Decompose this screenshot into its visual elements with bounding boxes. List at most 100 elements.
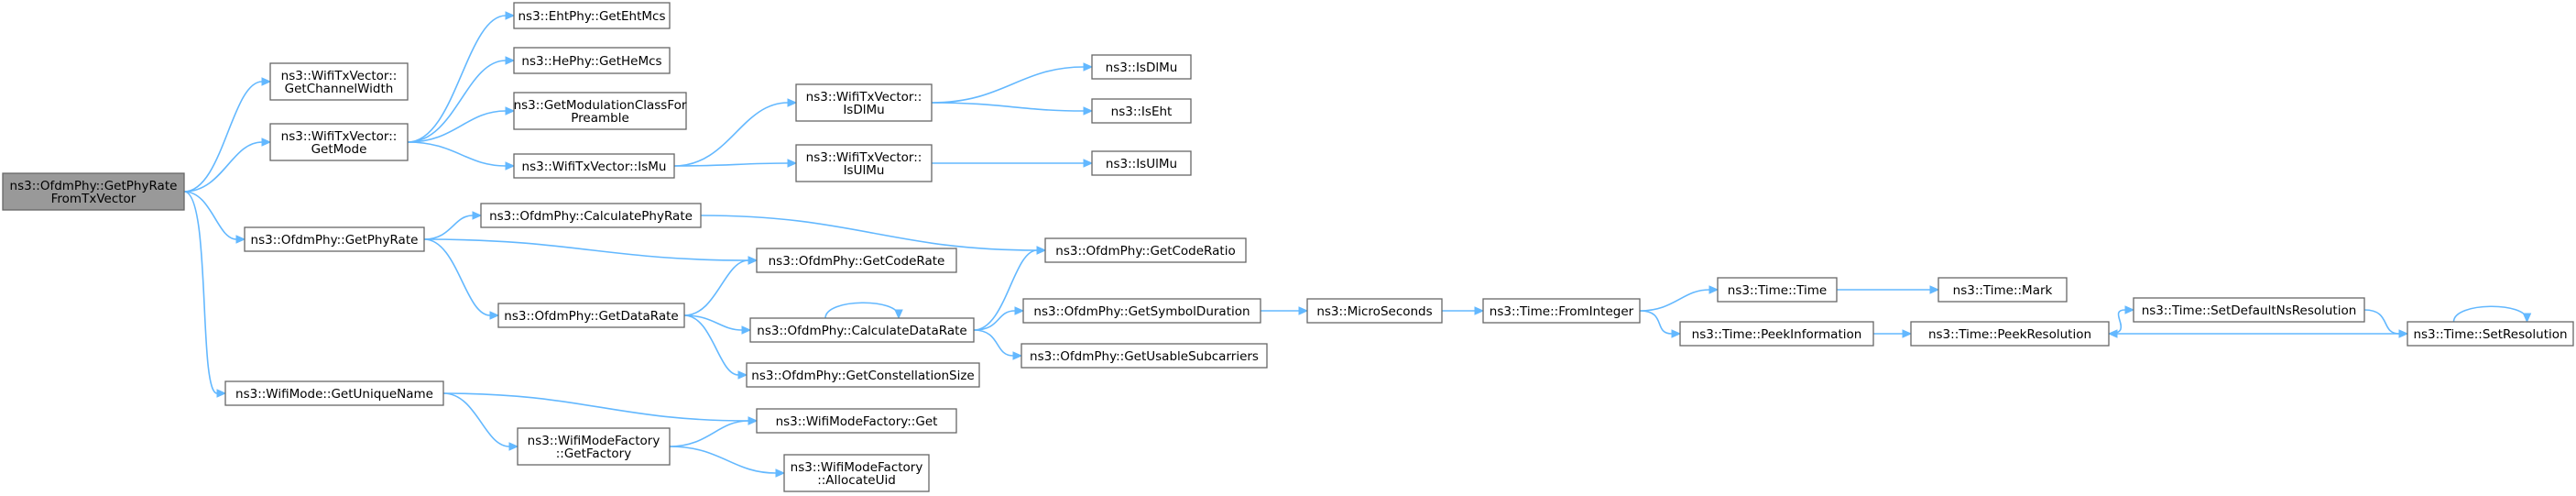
edge-line: [407, 141, 507, 167]
edge-line: [407, 60, 507, 143]
node-getcoderate[interactable]: ns3::OfdmPhy::GetCodeRate: [756, 248, 957, 273]
node-microseconds[interactable]: ns3::MicroSeconds: [1306, 298, 1443, 324]
node-ismu[interactable]: ns3::WifiTxVector::IsMu: [513, 153, 675, 179]
node-frominteger[interactable]: ns3::Time::FromInteger: [1482, 298, 1641, 324]
node-calcdatarate[interactable]: ns3::OfdmPhy::CalculateDataRate: [749, 317, 975, 343]
node-box: [2, 172, 185, 211]
edge-time-to-mark: [1836, 285, 1940, 294]
node-getphyrate[interactable]: ns3::OfdmPhy::GetPhyRate: [244, 226, 425, 252]
arrow-head: [787, 98, 798, 107]
arrow-head: [775, 468, 786, 478]
node-getfactory[interactable]: ns3::WifiModeFactory::GetFactory: [517, 427, 671, 466]
node-label: ::AllocateUid: [817, 473, 896, 488]
arrow-head: [261, 77, 272, 86]
edge-setres-to-setres: [2452, 305, 2532, 324]
node-label: ns3::Time::PeekResolution: [1928, 327, 2091, 342]
edge-peekres-to-setdefaultres: [2108, 305, 2135, 335]
edge-frominteger-to-time: [1639, 285, 1719, 312]
node-box: [269, 123, 409, 161]
node-box: [749, 317, 975, 343]
node-label: FromTxVector: [51, 192, 136, 206]
arrow-head: [741, 325, 752, 335]
node-box: [1091, 150, 1192, 176]
node-getconstsize[interactable]: ns3::OfdmPhy::GetConstellationSize: [746, 362, 980, 388]
node-label: ns3::Time::Time: [1728, 283, 1827, 298]
node-time[interactable]: ns3::Time::Time: [1717, 277, 1838, 303]
node-label: ns3::OfdmPhy::GetUsableSubcarriers: [1030, 349, 1259, 364]
arrow-head: [894, 309, 903, 320]
node-box: [746, 362, 980, 388]
node-label: ns3::IsEht: [1111, 105, 1173, 119]
node-peekinfo[interactable]: ns3::Time::PeekInformation: [1679, 321, 1874, 347]
edge-getfactory-to-allocuid: [669, 446, 786, 478]
edge-getmode-to-gethemcs: [407, 56, 516, 143]
node-label: GetChannelWidth: [285, 82, 394, 96]
node-box: [795, 144, 933, 182]
edge-getsymdur-to-microseconds: [1261, 306, 1309, 315]
arrow-head: [2107, 329, 2118, 338]
node-calcphyrate[interactable]: ns3::OfdmPhy::CalculatePhyRate: [480, 203, 702, 228]
node-label: IsDlMu: [843, 103, 884, 117]
node-label: ns3::WifiTxVector::: [806, 90, 922, 105]
node-setres[interactable]: ns3::Time::SetResolution: [2407, 321, 2574, 347]
node-allocuid[interactable]: ns3::WifiModeFactory::AllocateUid: [783, 454, 930, 492]
edge-line: [407, 15, 507, 143]
node-getusable[interactable]: ns3::OfdmPhy::GetUsableSubcarriers: [1021, 343, 1268, 369]
node-getsymdur[interactable]: ns3::OfdmPhy::GetSymbolDuration: [1022, 298, 1261, 324]
node-label: ns3::IsUlMu: [1106, 157, 1177, 171]
edge-setres-to-peekres: [2107, 329, 2407, 338]
node-peekres[interactable]: ns3::Time::PeekResolution: [1910, 321, 2110, 347]
edge-line: [2452, 305, 2528, 323]
node-label: ns3::GetModulationClassFor: [514, 98, 687, 113]
node-label: ns3::OfdmPhy::GetDataRate: [504, 309, 678, 324]
node-isdlmu-tx[interactable]: ns3::WifiTxVector::IsDlMu: [795, 83, 933, 122]
node-box: [513, 47, 671, 74]
node-mark[interactable]: ns3::Time::Mark: [1937, 277, 2068, 303]
arrow-head: [2124, 305, 2135, 314]
node-box: [1091, 54, 1192, 80]
edge-line: [1639, 310, 1673, 335]
node-label: ns3::IsDlMu: [1106, 61, 1178, 75]
node-isulmu-tx[interactable]: ns3::WifiTxVector::IsUlMu: [795, 144, 933, 182]
node-getcoderatio[interactable]: ns3::OfdmPhy::GetCodeRatio: [1044, 237, 1247, 263]
node-getuniquename[interactable]: ns3::WifiMode::GetUniqueName: [224, 380, 444, 406]
arrow-head: [472, 211, 483, 220]
arrow-head: [261, 138, 272, 147]
node-setdefaultres[interactable]: ns3::Time::SetDefaultNsResolution: [2133, 297, 2365, 323]
node-getehtmcs[interactable]: ns3::EhtPhy::GetEhtMcs: [513, 2, 671, 29]
edge-line: [183, 141, 263, 193]
edge-isdlmu_tx-to-isdlmu: [931, 62, 1094, 104]
arrow-head: [1083, 62, 1094, 72]
node-label: ns3::OfdmPhy::GetPhyRate: [10, 179, 178, 193]
node-getmode[interactable]: ns3::WifiTxVector::GetMode: [269, 123, 409, 161]
node-label: ns3::WifiTxVector::: [281, 69, 398, 83]
node-iseht[interactable]: ns3::IsEht: [1091, 98, 1192, 124]
node-box: [1091, 98, 1192, 124]
node-label: ns3::OfdmPhy::GetPhyRate: [251, 233, 419, 248]
node-factoryget[interactable]: ns3::WifiModeFactory::Get: [756, 408, 957, 434]
edge-line: [673, 162, 789, 167]
edge-calcdatarate-to-calcdatarate: [824, 302, 903, 320]
node-isdlmu[interactable]: ns3::IsDlMu: [1091, 54, 1192, 80]
node-label: ns3::OfdmPhy::GetCodeRate: [769, 254, 945, 269]
arrow-head: [748, 416, 759, 425]
node-getdatarate[interactable]: ns3::OfdmPhy::GetDataRate: [497, 303, 685, 328]
edge-line: [669, 446, 777, 474]
node-box: [783, 454, 930, 492]
node-isulmu[interactable]: ns3::IsUlMu: [1091, 150, 1192, 176]
edge-line: [183, 81, 263, 193]
node-gethemcs[interactable]: ns3::HePhy::GetHeMcs: [513, 47, 671, 74]
edge-getuniquename-to-getfactory: [442, 392, 519, 451]
node-label: ns3::WifiTxVector::: [281, 129, 398, 144]
node-box: [513, 92, 687, 130]
arrow-head: [1929, 285, 1940, 294]
node-label: ns3::OfdmPhy::CalculatePhyRate: [489, 209, 693, 224]
node-label: GetMode: [311, 142, 367, 157]
arrow-head: [1083, 106, 1094, 116]
arrow-head: [748, 256, 759, 265]
edge-line: [2363, 309, 2400, 335]
node-getchannelwidth[interactable]: ns3::WifiTxVector::GetChannelWidth: [269, 62, 409, 101]
edge-getmode-to-getehtmcs: [407, 11, 516, 143]
